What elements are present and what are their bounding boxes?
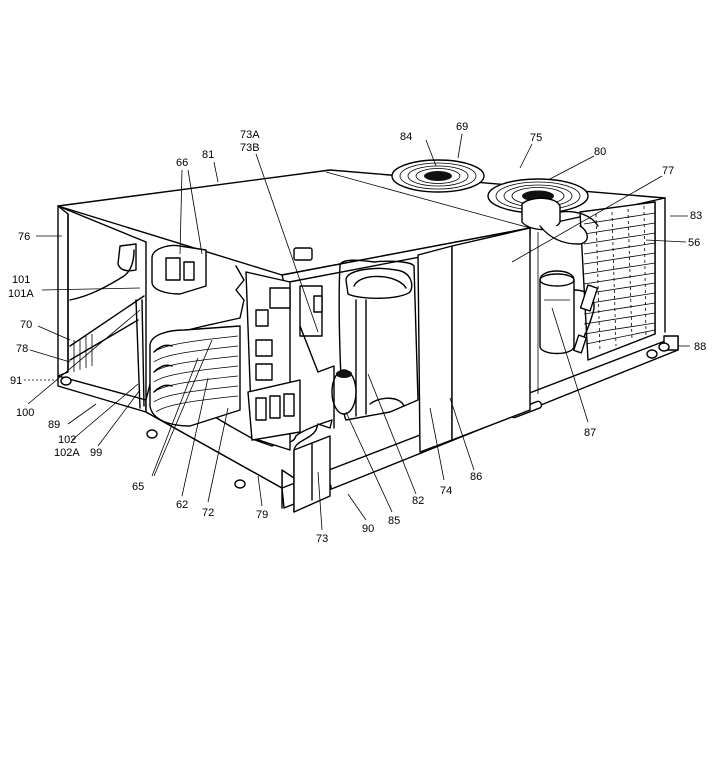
leader-lines <box>24 133 690 531</box>
label-74: 74 <box>440 485 452 497</box>
label-100: 100 <box>16 407 34 419</box>
label-84: 84 <box>400 131 412 143</box>
callout-labels: 84 69 75 80 77 83 56 88 87 86 74 82 85 9… <box>8 121 706 545</box>
label-75: 75 <box>530 132 542 144</box>
label-73: 73 <box>316 533 328 545</box>
label-82: 82 <box>412 495 424 507</box>
label-56: 56 <box>688 237 700 249</box>
label-66: 66 <box>176 157 188 169</box>
label-80: 80 <box>594 146 606 158</box>
label-90: 90 <box>362 523 374 535</box>
control-box <box>245 247 335 451</box>
label-88: 88 <box>694 341 706 353</box>
label-81: 81 <box>202 149 214 161</box>
front-panel-cutaway <box>145 227 539 513</box>
label-69: 69 <box>456 121 468 133</box>
label-85: 85 <box>388 515 400 527</box>
label-76: 76 <box>18 231 30 243</box>
label-73A: 73A <box>240 129 260 141</box>
label-65: 65 <box>132 481 144 493</box>
fan-grilles <box>391 159 589 214</box>
label-70: 70 <box>20 319 32 331</box>
label-102: 102 <box>58 434 76 446</box>
label-83: 83 <box>690 210 702 222</box>
label-72: 72 <box>202 507 214 519</box>
evaporator-coil <box>69 243 241 427</box>
label-91: 91 <box>10 375 22 387</box>
label-86: 86 <box>470 471 482 483</box>
condenser-coil <box>521 197 656 361</box>
label-99: 99 <box>90 447 102 459</box>
label-101A: 101A <box>8 288 34 300</box>
label-77: 77 <box>662 165 674 177</box>
label-87: 87 <box>584 427 596 439</box>
label-101: 101 <box>12 274 30 286</box>
label-78: 78 <box>16 343 28 355</box>
label-89: 89 <box>48 419 60 431</box>
label-79: 79 <box>256 509 268 521</box>
label-73B: 73B <box>240 142 260 154</box>
blower-assembly <box>331 259 419 421</box>
label-62: 62 <box>176 499 188 511</box>
label-102A: 102A <box>54 447 80 459</box>
